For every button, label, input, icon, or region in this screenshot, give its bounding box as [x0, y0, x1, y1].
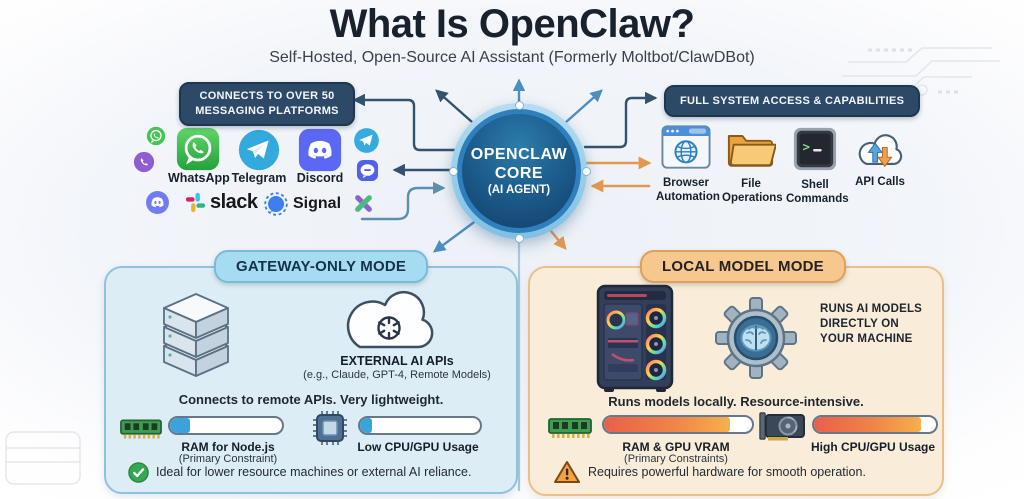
- capability-shell-commands: > Shell Commands: [786, 126, 849, 207]
- core-node-dot: [449, 167, 458, 176]
- check-icon: [128, 462, 149, 483]
- ram-sublabel: (Primary Constraints): [624, 453, 728, 465]
- svg-text:>: >: [803, 139, 811, 154]
- core-title-line2: CORE: [494, 164, 544, 182]
- messaging-badge: CONNECTS TO OVER 50 MESSAGING PLATFORMS: [179, 82, 355, 126]
- local-note: Requires powerful hardware for smooth op…: [588, 465, 866, 479]
- capability-label: Shell Commands: [786, 179, 849, 206]
- capability-label: API Calls: [855, 176, 905, 188]
- slack-label: slack: [210, 191, 258, 213]
- messenger-icon: [356, 159, 379, 182]
- local-mode-panel: RUNS AI MODELS DIRECTLY ON YOUR MACHINE …: [528, 266, 944, 496]
- warning-icon: [554, 460, 580, 484]
- gateway-note: Ideal for lower resource machines or ext…: [156, 465, 472, 479]
- external-api-title: EXTERNAL AI APIs: [340, 354, 454, 368]
- cpu-label: Low CPU/GPU Usage: [357, 440, 479, 454]
- discord-icon: [298, 128, 342, 172]
- capability-label: Browser Automation: [656, 177, 720, 204]
- core-title-line1: OPENCLAW: [470, 146, 568, 164]
- ram-usage-fill: [170, 418, 191, 433]
- capability-file-operations: File Operations: [722, 128, 783, 206]
- cpu-usage-bar: [358, 416, 482, 435]
- capability-api-calls: API Calls: [852, 128, 908, 189]
- cloud-ai-icon: [330, 286, 450, 358]
- ram-label: RAM for Node.js: [181, 440, 275, 454]
- capability-label: File Operations: [722, 178, 783, 205]
- core-node-dot: [515, 101, 524, 110]
- gpu-label: High CPU/GPU Usage: [810, 440, 936, 454]
- capability-browser-automation: Browser Automation: [656, 124, 720, 205]
- discord-small-icon: [145, 190, 170, 215]
- slack-item: slack: [185, 191, 258, 214]
- gateway-description: Connects to remote APIs. Very lightweigh…: [178, 392, 444, 407]
- browser-automation-icon: [656, 124, 716, 170]
- ram-usage-bar: [602, 415, 754, 434]
- gpu-usage-bar: [812, 415, 938, 434]
- ram-sublabel: (Primary Constraint): [178, 453, 278, 465]
- discord-label: Discord: [296, 171, 344, 185]
- core-node-dot: [582, 167, 591, 176]
- page-subtitle: Self-Hosted, Open-Source AI Assistant (F…: [269, 49, 755, 66]
- signal-icon: [264, 192, 288, 216]
- cpu-usage-fill: [360, 418, 372, 433]
- corner-sketch-decoration: [5, 431, 81, 485]
- core-node-dot: [515, 234, 524, 243]
- ram-usage-fill: [604, 417, 730, 432]
- local-mode-badge: LOCAL MODEL MODE: [640, 250, 846, 283]
- page-title: What Is OpenClaw?: [329, 2, 695, 46]
- gear-brain-icon: [714, 296, 798, 380]
- whatsapp-small-icon: [146, 126, 166, 146]
- shell-commands-icon: >: [786, 126, 844, 172]
- external-api-examples: (e.g., Claude, GPT-4, Remote Models): [303, 369, 491, 381]
- gear-caption: RUNS AI MODELS DIRECTLY ON YOUR MACHINE: [820, 303, 923, 345]
- telegram-small-icon: [353, 127, 380, 154]
- local-description: Runs models locally. Resource-intensive.: [608, 394, 864, 409]
- signal-label: Signal: [293, 195, 342, 212]
- ram-icon: [548, 417, 592, 439]
- core-circle: OPENCLAW CORE (AI AGENT): [449, 101, 591, 243]
- pc-tower-icon: [592, 282, 684, 394]
- capabilities-badge: FULL SYSTEM ACCESS & CAPABILITIES: [664, 85, 921, 117]
- cpu-icon: [312, 410, 348, 446]
- telegram-label: Telegram: [231, 171, 287, 185]
- whatsapp-label: WhatsApp: [168, 171, 230, 185]
- api-calls-icon: [852, 128, 908, 171]
- core-title-line3: (AI AGENT): [487, 183, 551, 196]
- file-operations-icon: [722, 128, 780, 169]
- server-icon: [154, 292, 238, 388]
- gateway-mode-badge: GATEWAY-ONLY MODE: [214, 250, 429, 283]
- gateway-mode-panel: EXTERNAL AI APIs (e.g., Claude, GPT-4, R…: [104, 266, 518, 494]
- ram-usage-bar: [168, 416, 284, 435]
- signal-item: Signal: [264, 192, 341, 216]
- whatsapp-icon: [176, 127, 220, 171]
- x-icon: [352, 192, 375, 215]
- ram-label: RAM & GPU VRAM: [622, 440, 730, 454]
- telegram-icon: [238, 129, 280, 171]
- slack-icon: [185, 192, 206, 213]
- gpu-icon: [758, 409, 806, 445]
- gpu-usage-fill: [814, 417, 922, 432]
- viber-icon: [133, 151, 155, 173]
- ram-icon: [120, 418, 162, 440]
